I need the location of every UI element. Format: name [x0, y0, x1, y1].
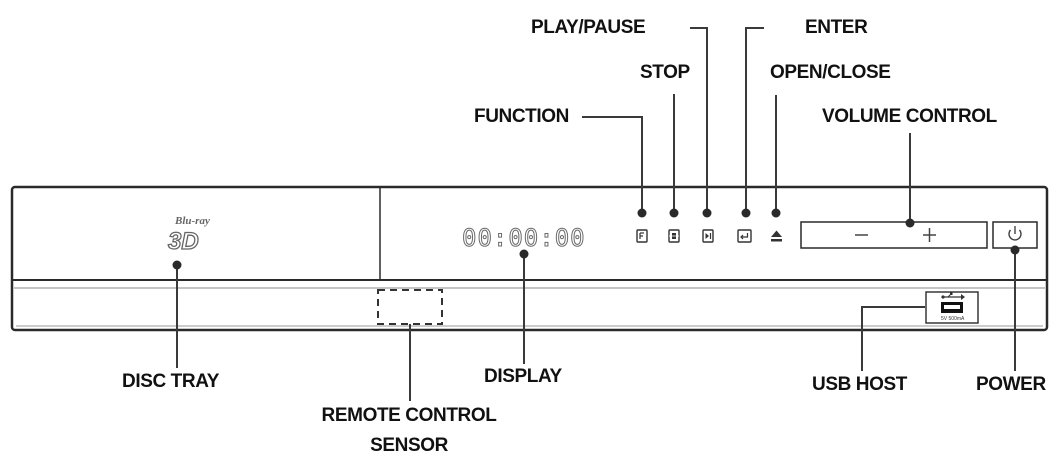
function-label: FUNCTION	[474, 106, 569, 127]
power-icon	[1008, 226, 1022, 241]
leader-usb-host	[861, 306, 925, 371]
leader-enter	[745, 27, 764, 213]
remote-sensor-label: REMOTE CONTROL SENSOR	[314, 405, 504, 457]
front-display: 00:00:00	[462, 224, 586, 252]
play-pause-label: PLAY/PAUSE	[531, 17, 646, 38]
open-close-label: OPEN/CLOSE	[770, 62, 891, 83]
volume-control-label: VOLUME CONTROL	[822, 106, 997, 127]
player-body	[10, 185, 1049, 332]
remote-sensor-label-line2: SENSOR	[370, 435, 448, 456]
enter-label: ENTER	[805, 17, 868, 38]
function-icon[interactable]	[636, 229, 648, 243]
volume-control-strip	[800, 221, 988, 249]
logo-bluray-text: Blu-ray	[174, 215, 210, 227]
enter-icon[interactable]	[737, 229, 752, 243]
logo-3d-text: 3D	[168, 228, 199, 255]
usb-port[interactable]	[925, 291, 979, 324]
stop-label: STOP	[640, 62, 690, 83]
bluray-3d-logo: Blu-ray 3D	[167, 215, 210, 256]
usb-icon	[941, 292, 965, 300]
power-label: POWER	[976, 374, 1046, 395]
leader-play-pause	[690, 27, 708, 213]
disc-tray-label: DISC TRAY	[122, 371, 220, 392]
usb-host-label: USB HOST	[812, 374, 907, 395]
stop-icon[interactable]	[668, 229, 680, 243]
callout-leaders	[176, 27, 1016, 401]
display-label: DISPLAY	[484, 366, 562, 387]
leader-dots	[172, 208, 1020, 270]
remote-sensor-label-line1: REMOTE CONTROL	[321, 405, 497, 426]
eject-icon[interactable]	[771, 230, 782, 242]
power-button[interactable]	[992, 221, 1038, 249]
usb-caption: 5V 500mA	[941, 316, 965, 322]
play-pause-icon[interactable]	[702, 229, 714, 243]
leader-function	[582, 116, 643, 213]
